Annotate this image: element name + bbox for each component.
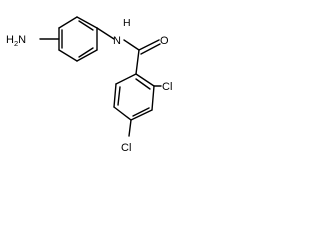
ring2-bond — [113, 106, 132, 121]
ring2-bond — [151, 85, 155, 111]
ring2-double-bond — [135, 78, 151, 90]
nh-to-carbonyl-bond — [123, 39, 140, 51]
ring1-double-bond — [78, 20, 94, 31]
amine-label: H2N — [6, 34, 26, 48]
carbonyl-oxygen-label: O — [160, 35, 169, 47]
ring2-bond — [113, 83, 117, 108]
ring2-double-bond — [132, 107, 150, 117]
carbonyl-to-ring-bond — [135, 49, 140, 75]
para-cl-bond — [128, 119, 132, 137]
carbonyl-double-bond — [140, 43, 161, 55]
amide-nh-label: N — [113, 35, 121, 47]
amide-h-label: H — [123, 17, 131, 29]
ring2-bond — [115, 73, 137, 85]
chemical-structure: H2N N H O Cl Cl — [6, 16, 172, 154]
aminophenyl-ring — [58, 16, 98, 62]
ring1-bond — [76, 49, 98, 62]
ortho-chlorine-label: Cl — [162, 81, 172, 93]
ring2-bond — [135, 73, 155, 87]
ring-to-nh-bond — [96, 27, 115, 40]
para-chlorine-label: Cl — [121, 142, 131, 154]
ring2-double-bond — [117, 86, 121, 106]
ring2-bond — [130, 109, 153, 121]
carbonyl-double-bond — [138, 39, 160, 51]
dichlorophenyl-ring — [113, 73, 155, 121]
ring1-bond — [58, 16, 78, 29]
ring1-double-bond — [78, 47, 94, 58]
ring1-bond — [58, 49, 78, 62]
ring1-bond — [76, 16, 98, 29]
